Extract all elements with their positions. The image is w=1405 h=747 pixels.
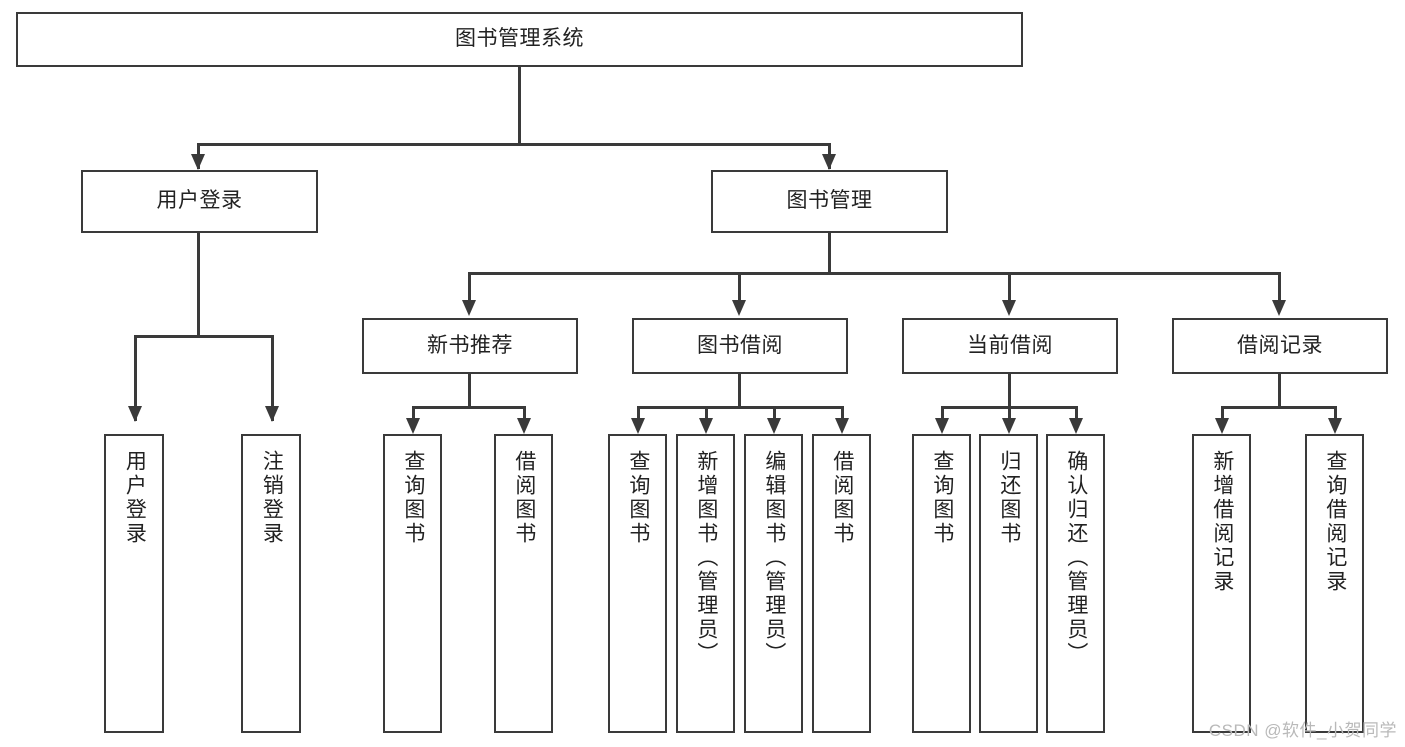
leaf-borrow-book-2-label: 借阅图书 — [830, 450, 854, 546]
leaf-borrow-book-2[interactable]: 借阅图书 — [812, 434, 871, 733]
connector-current-to-leaf-1 — [941, 406, 944, 422]
connector-borrow-to-leaf-1 — [637, 406, 640, 422]
connector-current-stem — [1008, 374, 1011, 408]
node-user-login[interactable]: 用户登录 — [81, 170, 318, 233]
leaf-query-book-1-label: 查询图书 — [401, 450, 425, 546]
connector-user-login-bus — [134, 335, 274, 338]
node-book-borrow[interactable]: 图书借阅 — [632, 318, 848, 374]
arrow-book-manage-to-current — [1002, 300, 1016, 316]
arrow-current-to-leaf-2 — [1002, 418, 1016, 434]
connector-root-stem — [518, 66, 521, 145]
connector-record-to-leaf-1 — [1221, 406, 1224, 422]
leaf-query-record-label: 查询借阅记录 — [1323, 450, 1347, 594]
connector-record-bus — [1221, 406, 1337, 409]
arrow-root-to-user-login — [191, 154, 205, 170]
node-root[interactable]: 图书管理系统 — [16, 12, 1023, 67]
connector-root-bus — [197, 143, 831, 146]
leaf-query-book-3-label: 查询图书 — [930, 450, 954, 546]
leaf-confirm-return-label: 确认归还（管理员） — [1064, 450, 1088, 666]
connector-record-stem — [1278, 374, 1281, 408]
leaf-query-record[interactable]: 查询借阅记录 — [1305, 434, 1364, 733]
connector-book-manage-bus — [468, 272, 1280, 275]
connector-recommend-to-leaf-1 — [412, 406, 415, 422]
arrow-borrow-to-leaf-3 — [767, 418, 781, 434]
connector-book-manage-to-borrow — [738, 272, 741, 304]
arrow-record-to-leaf-2 — [1328, 418, 1342, 434]
arrow-record-to-leaf-1 — [1215, 418, 1229, 434]
leaf-borrow-book-1[interactable]: 借阅图书 — [494, 434, 553, 733]
leaf-user-login[interactable]: 用户登录 — [104, 434, 164, 733]
arrow-recommend-to-leaf-2 — [517, 418, 531, 434]
node-book-manage-label: 图书管理 — [786, 189, 873, 213]
connector-book-manage-to-record — [1278, 272, 1281, 304]
arrow-current-to-leaf-3 — [1069, 418, 1083, 434]
leaf-query-book-2[interactable]: 查询图书 — [608, 434, 667, 733]
leaf-add-book-label: 新增图书（管理员） — [694, 450, 718, 666]
node-new-book-recommend-label: 新书推荐 — [427, 333, 513, 357]
connector-book-manage-stem — [828, 233, 831, 275]
connector-book-manage-to-recommend — [468, 272, 471, 304]
leaf-return-book[interactable]: 归还图书 — [979, 434, 1038, 733]
arrow-book-manage-to-borrow — [732, 300, 746, 316]
arrow-borrow-to-leaf-2 — [699, 418, 713, 434]
node-borrow-record[interactable]: 借阅记录 — [1172, 318, 1388, 374]
connector-borrow-bus — [637, 406, 843, 409]
node-current-borrow-label: 当前借阅 — [967, 333, 1053, 357]
connector-borrow-to-leaf-4 — [841, 406, 844, 422]
leaf-user-logout-label: 注销登录 — [260, 450, 284, 546]
leaf-add-record-label: 新增借阅记录 — [1210, 450, 1234, 594]
node-current-borrow[interactable]: 当前借阅 — [902, 318, 1118, 374]
leaf-query-book-1[interactable]: 查询图书 — [383, 434, 442, 733]
arrow-borrow-to-leaf-1 — [631, 418, 645, 434]
arrow-user-login-to-leaf-1 — [128, 406, 142, 422]
leaf-query-book-2-label: 查询图书 — [626, 450, 650, 546]
connector-borrow-stem — [738, 374, 741, 408]
leaf-add-book[interactable]: 新增图书（管理员） — [676, 434, 735, 733]
arrow-current-to-leaf-1 — [935, 418, 949, 434]
connector-recommend-bus — [412, 406, 526, 409]
leaf-borrow-book-1-label: 借阅图书 — [512, 450, 536, 546]
arrow-borrow-to-leaf-4 — [835, 418, 849, 434]
arrow-root-to-book-manage — [822, 154, 836, 170]
leaf-return-book-label: 归还图书 — [997, 450, 1021, 546]
node-book-borrow-label: 图书借阅 — [697, 333, 783, 357]
leaf-query-book-3[interactable]: 查询图书 — [912, 434, 971, 733]
connector-current-to-leaf-3 — [1075, 406, 1078, 422]
connector-record-to-leaf-2 — [1334, 406, 1337, 422]
node-book-manage[interactable]: 图书管理 — [711, 170, 948, 233]
arrow-user-login-to-leaf-2 — [265, 406, 279, 422]
connector-book-manage-to-current — [1008, 272, 1011, 304]
node-new-book-recommend[interactable]: 新书推荐 — [362, 318, 578, 374]
arrow-book-manage-to-record — [1272, 300, 1286, 316]
arrow-recommend-to-leaf-1 — [406, 418, 420, 434]
connector-recommend-to-leaf-2 — [523, 406, 526, 422]
leaf-confirm-return[interactable]: 确认归还（管理员） — [1046, 434, 1105, 733]
connector-user-login-stem — [197, 233, 200, 335]
node-user-login-label: 用户登录 — [156, 189, 243, 213]
connector-recommend-stem — [468, 374, 471, 408]
connector-user-login-to-leaf-2 — [271, 335, 274, 421]
arrow-book-manage-to-recommend — [462, 300, 476, 316]
connector-borrow-to-leaf-2 — [705, 406, 708, 422]
leaf-edit-book[interactable]: 编辑图书（管理员） — [744, 434, 803, 733]
watermark: CSDN @软件_小贺同学 — [1208, 721, 1397, 740]
leaf-user-logout[interactable]: 注销登录 — [241, 434, 301, 733]
leaf-edit-book-label: 编辑图书（管理员） — [762, 450, 786, 666]
connector-current-to-leaf-2 — [1008, 406, 1011, 422]
node-borrow-record-label: 借阅记录 — [1237, 333, 1323, 357]
leaf-user-login-label: 用户登录 — [123, 450, 147, 546]
connector-borrow-to-leaf-3 — [773, 406, 776, 422]
node-root-label: 图书管理系统 — [455, 27, 584, 51]
connector-user-login-to-leaf-1 — [134, 335, 137, 421]
leaf-add-record[interactable]: 新增借阅记录 — [1192, 434, 1251, 733]
